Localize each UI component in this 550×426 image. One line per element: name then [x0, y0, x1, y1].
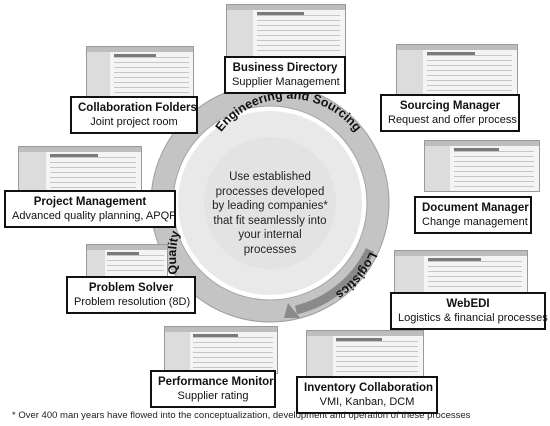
module-title: Inventory Collaboration — [304, 382, 434, 394]
module-subtitle: Change management — [422, 216, 528, 228]
module-title: Document Manager — [422, 202, 529, 214]
footnote: * Over 400 man years have flowed into th… — [12, 410, 471, 421]
inventory-collaboration-thumbnail — [306, 330, 424, 380]
module-subtitle: Supplier rating — [177, 390, 249, 402]
center-line: that fit seamlessly into — [213, 214, 327, 227]
module-subtitle: Advanced quality planning, APQP — [12, 210, 177, 222]
problem-solver-thumbnail — [86, 244, 168, 278]
logistics-arrow — [294, 248, 375, 315]
webedi-thumbnail — [394, 250, 528, 296]
center-line: processes developed — [215, 185, 325, 198]
center-line: your internal — [238, 229, 302, 241]
module-business-directory: Business Directory Supplier Management — [224, 56, 346, 94]
module-collaboration-folders: Collaboration Folders Joint project room — [70, 96, 198, 134]
module-title: Project Management — [33, 196, 147, 208]
center-line: Use established — [229, 171, 311, 183]
center-line: by leading companies* — [212, 200, 328, 212]
module-subtitle: Problem resolution (8D) — [74, 296, 191, 308]
project-management-thumbnail — [18, 146, 142, 198]
module-project-management: Project Management Advanced quality plan… — [4, 190, 177, 228]
module-title: Performance Monitor — [158, 376, 274, 388]
module-title: Collaboration Folders — [78, 102, 197, 114]
module-subtitle: Joint project room — [90, 116, 178, 128]
document-manager-thumbnail — [424, 140, 540, 192]
performance-monitor-thumbnail — [164, 326, 278, 374]
module-webedi: WebEDI Logistics & financial processes — [390, 292, 548, 330]
module-inventory-collaboration: Inventory Collaboration VMI, Kanban, DCM — [296, 376, 438, 414]
center-line: processes — [243, 243, 297, 256]
module-subtitle: Supplier Management — [232, 76, 340, 88]
arrow-head — [284, 303, 300, 318]
module-title: Sourcing Manager — [399, 100, 501, 112]
business-directory-thumbnail — [226, 4, 346, 58]
module-performance-monitor: Performance Monitor Supplier rating — [150, 370, 276, 408]
module-title: Business Directory — [232, 62, 338, 74]
module-subtitle: Request and offer process — [388, 114, 517, 126]
collaboration-folders-thumbnail — [86, 46, 194, 98]
inner-disc — [178, 111, 362, 295]
ring-label-left: Quality — [165, 229, 182, 275]
center-text: Use established processes developed by l… — [196, 170, 344, 257]
module-sourcing-manager: Sourcing Manager Request and offer proce… — [380, 94, 520, 132]
module-title: WebEDI — [446, 298, 490, 310]
module-subtitle: Logistics & financial processes — [398, 312, 548, 324]
module-title: Problem Solver — [88, 282, 174, 294]
sourcing-manager-thumbnail — [396, 44, 518, 96]
module-document-manager: Document Manager Change management — [414, 196, 532, 234]
module-problem-solver: Problem Solver Problem resolution (8D) — [66, 276, 196, 314]
module-subtitle: VMI, Kanban, DCM — [319, 396, 415, 408]
